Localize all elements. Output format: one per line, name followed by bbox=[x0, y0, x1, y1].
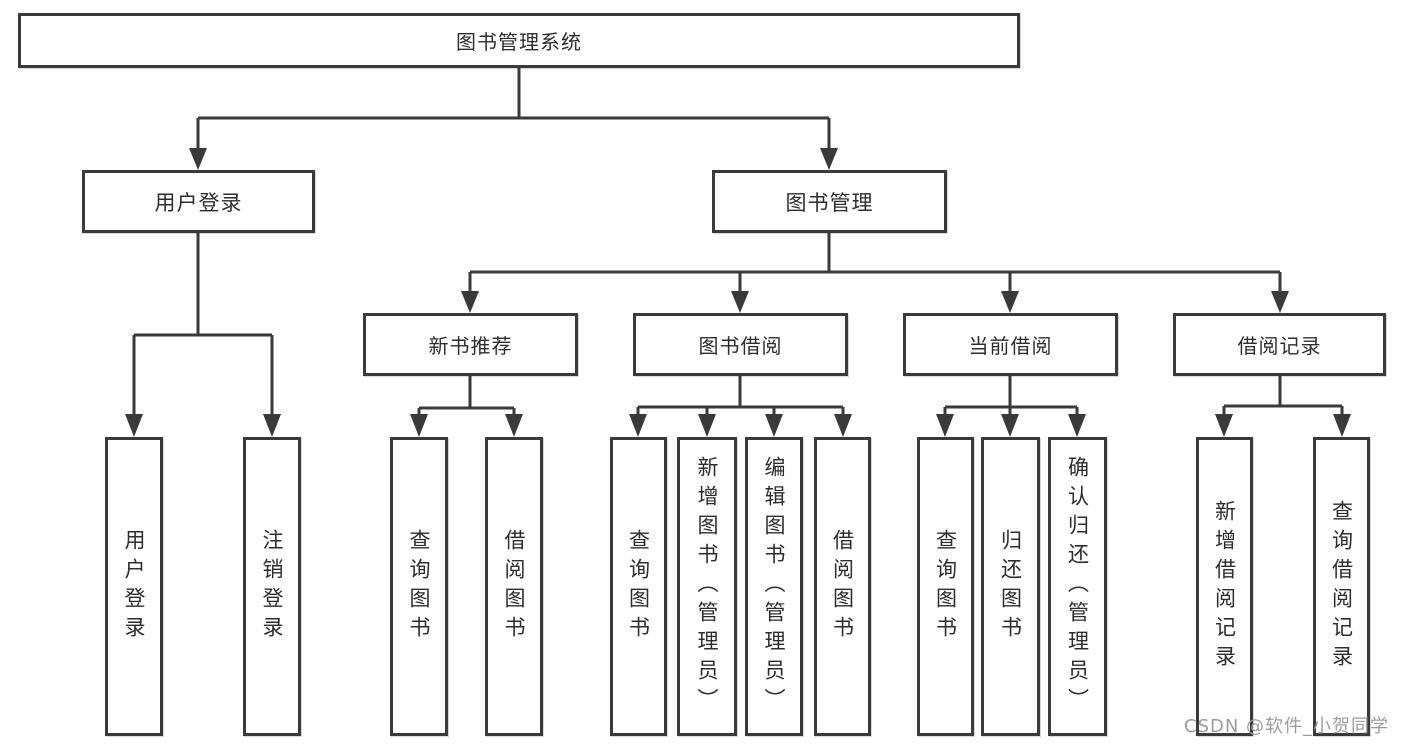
leaf-borrow-books-recommend-label: 借阅图书 bbox=[502, 528, 526, 645]
leaf-borrow-books-borrowing-label: 借阅图书 bbox=[830, 528, 855, 645]
node-root-label: 图书管理系统 bbox=[456, 30, 582, 54]
leaf-query-books-borrowing: 查询图书 bbox=[610, 437, 667, 736]
leaf-edit-books-admin: 编辑图书（管理员） bbox=[745, 437, 803, 736]
leaf-confirm-return-admin: 确认归还（管理员） bbox=[1048, 437, 1107, 736]
leaf-borrow-books-recommend: 借阅图书 bbox=[485, 437, 543, 736]
node-borrowing-records: 借阅记录 bbox=[1173, 313, 1386, 376]
leaf-user-login-label: 用户登录 bbox=[122, 528, 146, 645]
node-new-book-recommend-label: 新书推荐 bbox=[428, 334, 513, 358]
node-current-borrowing-label: 当前借阅 bbox=[968, 334, 1053, 358]
leaf-query-books-current-label: 查询图书 bbox=[933, 528, 958, 645]
leaf-query-borrow-record: 查询借阅记录 bbox=[1313, 437, 1370, 736]
leaf-confirm-return-admin-label: 确认归还（管理员） bbox=[1065, 456, 1090, 717]
leaf-query-books-recommend: 查询图书 bbox=[390, 437, 448, 736]
leaf-query-books-recommend-label: 查询图书 bbox=[407, 528, 431, 645]
leaf-return-books: 归还图书 bbox=[981, 437, 1040, 736]
leaf-user-login: 用户登录 bbox=[105, 437, 163, 736]
node-user-login: 用户登录 bbox=[82, 170, 315, 233]
csdn-watermark: CSDN @软件_小贺同学 bbox=[1184, 716, 1390, 737]
node-book-borrowing: 图书借阅 bbox=[633, 313, 848, 376]
node-book-borrowing-label: 图书借阅 bbox=[698, 334, 783, 358]
node-root: 图书管理系统 bbox=[18, 13, 1020, 68]
leaf-query-borrow-record-label: 查询借阅记录 bbox=[1329, 499, 1354, 674]
leaf-add-borrow-record-label: 新增借阅记录 bbox=[1212, 499, 1237, 674]
node-user-login-label: 用户登录 bbox=[154, 190, 243, 215]
leaf-query-books-borrowing-label: 查询图书 bbox=[626, 528, 651, 645]
leaf-logout-label: 注销登录 bbox=[260, 528, 284, 645]
node-borrowing-records-label: 借阅记录 bbox=[1237, 334, 1322, 358]
node-current-borrowing: 当前借阅 bbox=[903, 313, 1118, 376]
leaf-add-borrow-record: 新增借阅记录 bbox=[1196, 437, 1253, 736]
node-book-management-label: 图书管理 bbox=[785, 190, 874, 215]
leaf-add-books-admin-label: 新增图书（管理员） bbox=[695, 456, 719, 717]
leaf-logout: 注销登录 bbox=[243, 437, 301, 736]
leaf-borrow-books-borrowing: 借阅图书 bbox=[814, 437, 871, 736]
node-new-book-recommend: 新书推荐 bbox=[363, 313, 578, 376]
leaf-edit-books-admin-label: 编辑图书（管理员） bbox=[762, 456, 786, 717]
leaf-query-books-current: 查询图书 bbox=[917, 437, 974, 736]
leaf-add-books-admin: 新增图书（管理员） bbox=[677, 437, 737, 736]
leaf-return-books-label: 归还图书 bbox=[998, 528, 1023, 645]
node-book-management: 图书管理 bbox=[712, 170, 947, 233]
